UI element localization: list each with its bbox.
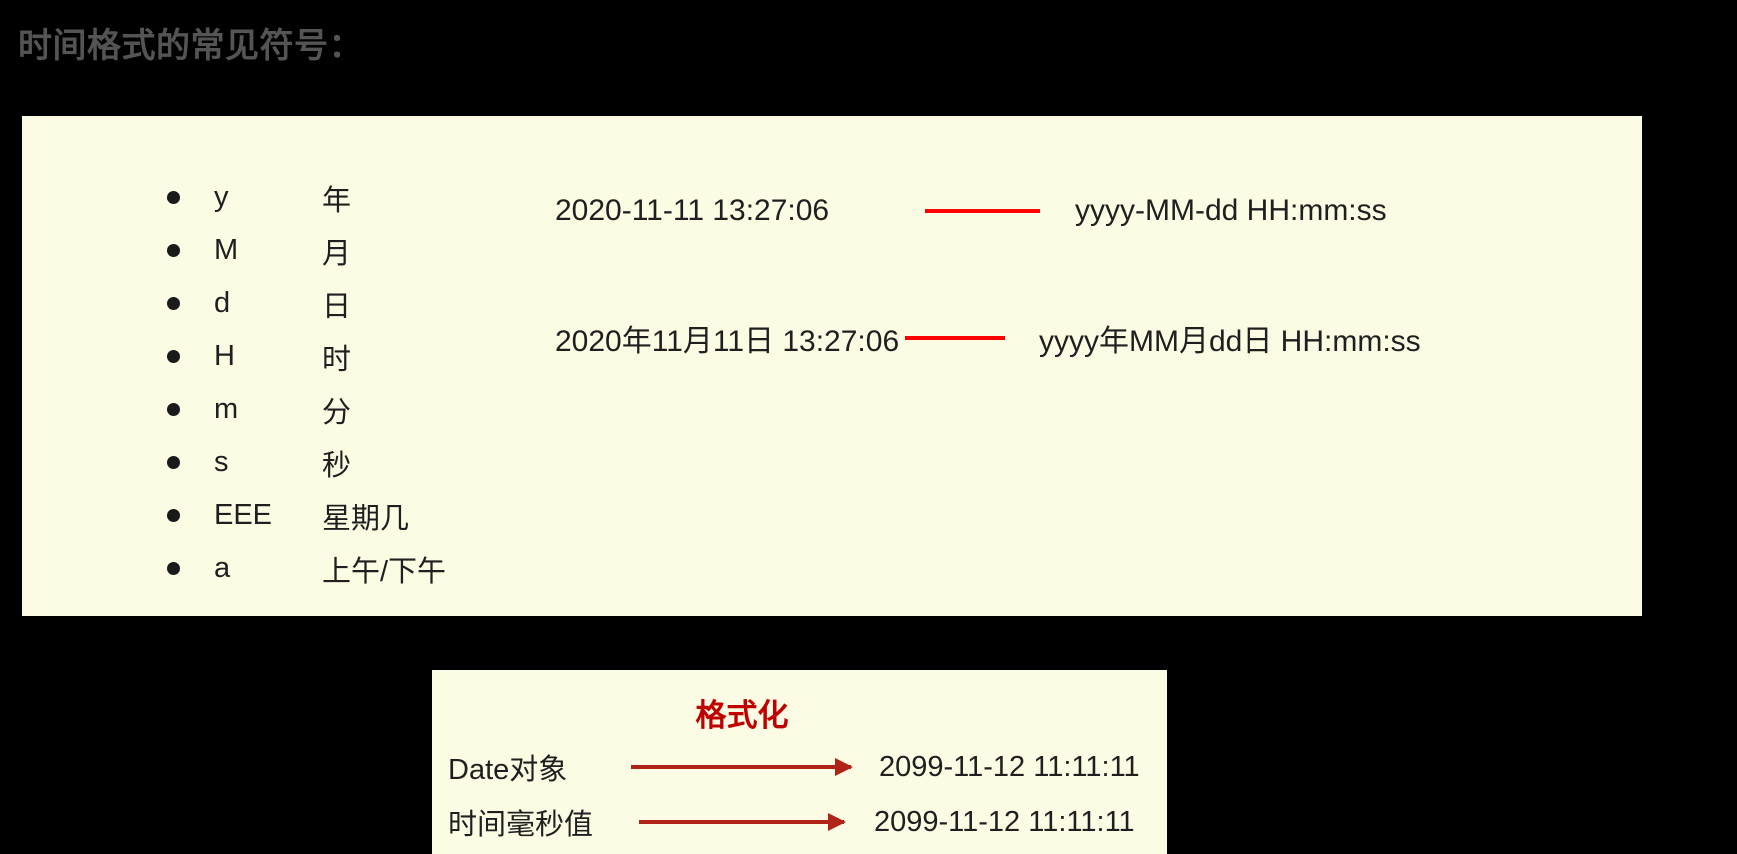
bullet-icon <box>167 244 180 257</box>
example-sample-date: 2020年11月11日 13:27:06 <box>555 325 900 358</box>
symbol-meaning: 时 <box>322 343 352 376</box>
symbol-letter: y <box>214 181 229 213</box>
list-item: M 月 <box>167 224 497 277</box>
symbol-meaning: 星期几 <box>322 502 410 535</box>
arrow-right-icon <box>631 758 853 776</box>
symbol-meaning: 年 <box>322 184 352 217</box>
symbol-letter: m <box>214 393 239 425</box>
format-result-value: 2099-11-12 11:11:11 <box>874 805 1135 838</box>
bullet-icon <box>167 191 180 204</box>
symbols-panel: y 年 M 月 d 日 H 时 m 分 s 秒 <box>22 116 1642 616</box>
symbol-letter: M <box>214 234 239 266</box>
symbol-meaning: 分 <box>322 396 352 429</box>
bullet-icon <box>167 403 180 416</box>
symbol-meaning: 秒 <box>322 449 352 482</box>
bullet-icon <box>167 562 180 575</box>
list-item: d 日 <box>167 277 497 330</box>
symbol-list: y 年 M 月 d 日 H 时 m 分 s 秒 <box>167 171 497 595</box>
symbol-meaning: 上午/下午 <box>322 555 447 588</box>
symbol-letter: s <box>214 446 229 478</box>
bullet-icon <box>167 509 180 522</box>
list-item: y 年 <box>167 171 497 224</box>
arrow-right-icon <box>639 813 846 831</box>
list-item: s 秒 <box>167 436 497 489</box>
connector-line-icon <box>925 209 1040 213</box>
example-pattern-string: yyyy-MM-dd HH:mm:ss <box>1075 194 1387 227</box>
format-panel: 格式化 Date对象 2099-11-12 11:11:11 时间毫秒值 209… <box>432 670 1167 854</box>
format-source-label: Date对象 <box>448 754 568 786</box>
list-item: a 上午/下午 <box>167 542 497 595</box>
example-sample-date: 2020-11-11 13:27:06 <box>555 194 830 227</box>
bullet-icon <box>167 456 180 469</box>
bullet-icon <box>167 297 180 310</box>
symbol-meaning: 日 <box>322 290 352 323</box>
format-example-row: 2020-11-11 13:27:06 yyyy-MM-dd HH:mm:ss <box>555 194 1387 228</box>
list-item: H 时 <box>167 330 497 383</box>
example-pattern-string: yyyy年MM月dd日 HH:mm:ss <box>1039 325 1421 358</box>
format-source-label: 时间毫秒值 <box>448 809 594 841</box>
symbol-letter: d <box>214 287 231 319</box>
connector-line-icon <box>905 336 1005 340</box>
symbol-letter: a <box>214 552 231 584</box>
symbol-letter: EEE <box>214 499 273 531</box>
format-conversion-row: 时间毫秒值 2099-11-12 11:11:11 <box>448 801 1135 843</box>
page-title: 时间格式的常见符号： <box>18 27 363 65</box>
arrow-shaft <box>639 820 844 824</box>
symbol-letter: H <box>214 340 235 372</box>
list-item: m 分 <box>167 383 497 436</box>
list-item: EEE 星期几 <box>167 489 497 542</box>
format-example-row: 2020年11月11日 13:27:06 yyyy年MM月dd日 HH:mm:s… <box>555 316 1421 360</box>
arrow-shaft <box>631 765 851 769</box>
symbol-meaning: 月 <box>322 237 352 270</box>
arrow-head <box>835 758 853 776</box>
bullet-icon <box>167 350 180 363</box>
format-panel-heading: 格式化 <box>695 698 789 733</box>
arrow-head <box>828 813 846 831</box>
format-result-value: 2099-11-12 11:11:11 <box>879 750 1140 783</box>
format-conversion-row: Date对象 2099-11-12 11:11:11 <box>448 746 1140 788</box>
